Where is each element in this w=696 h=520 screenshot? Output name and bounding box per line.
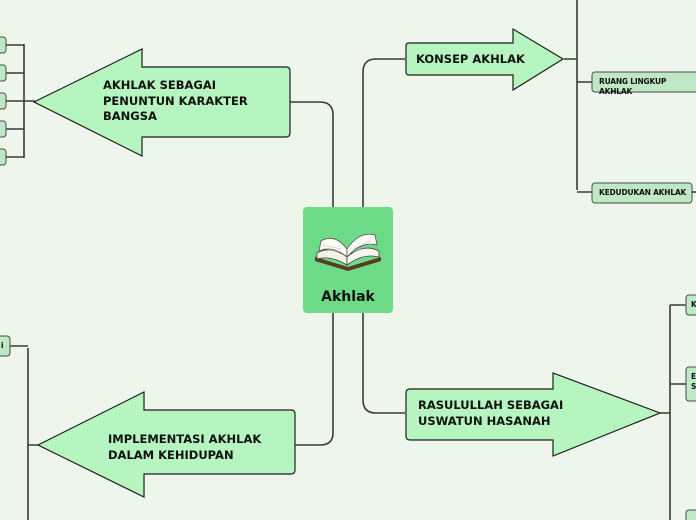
subnode-label-kedudukan: KEDUDUKAN AKHLAK: [599, 188, 686, 198]
subnode-penuntun-2[interactable]: [0, 65, 6, 81]
connector-konsep-children: [564, 0, 592, 192]
subnode-label-rasul-2: E S: [691, 372, 696, 392]
subnode-penuntun-3[interactable]: [0, 93, 6, 109]
connector-center-konsep: [363, 59, 405, 207]
subnode-penuntun-1[interactable]: [0, 37, 6, 53]
subnode-label-ruang-lingkup: RUANG LINGKUP AKHLAK: [599, 77, 696, 97]
central-topic-node[interactable]: Akhlak: [303, 207, 393, 313]
connector-center-rasulullah: [363, 313, 405, 413]
subnode-penuntun-5[interactable]: [0, 149, 6, 165]
connector-implementasi-children: [10, 346, 38, 520]
branch-label-konsep: KONSEP AKHLAK: [416, 52, 525, 68]
subnode-penuntun-4[interactable]: [0, 121, 6, 137]
open-book-icon: [311, 223, 385, 271]
connector-rasulullah-children: [660, 305, 686, 520]
connector-center-akhlak-penuntun: [290, 102, 333, 207]
branch-label-akhlak-penuntun: AKHLAK SEBAGAI PENUNTUN KARAKTER BANGSA: [103, 78, 248, 125]
subnode-label-implementasi-1: i: [1, 341, 3, 351]
subnode-rasul-3[interactable]: [686, 510, 696, 520]
connector-penuntun-children: [6, 44, 35, 158]
connector-center-implementasi: [295, 313, 333, 445]
branch-label-rasulullah: RASULULLAH SEBAGAI USWATUN HASANAH: [418, 398, 563, 429]
branch-label-implementasi: IMPLEMENTASI AKHLAK DALAM KEHIDUPAN: [108, 432, 261, 463]
central-topic-label: Akhlak: [303, 289, 393, 305]
subnode-label-rasul-1: K: [691, 300, 696, 310]
